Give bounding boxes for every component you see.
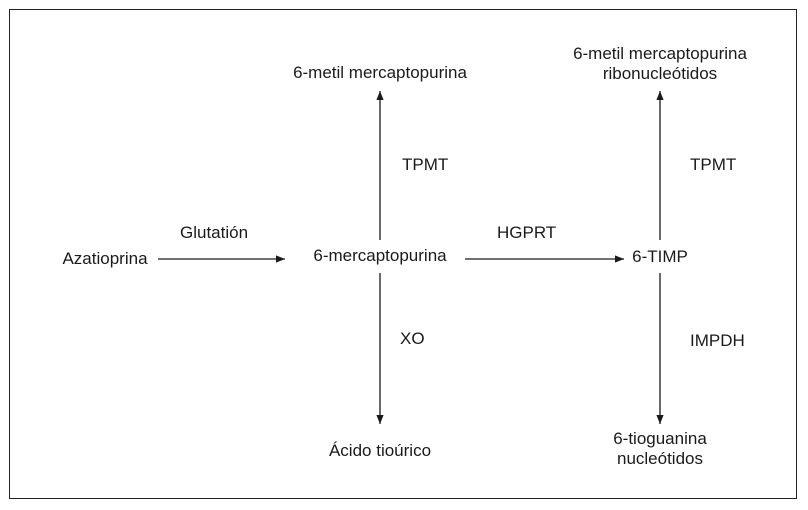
node-acido-tiourico: Ácido tioúrico	[328, 441, 432, 460]
node-tioguanina-line2: nucleótidos	[616, 449, 703, 468]
enzyme-tpmt-right: TPMT	[690, 155, 737, 174]
node-metil-ribo-line2: ribonucleótidos	[602, 64, 718, 83]
node-metil-mercaptopurina: 6-metil mercaptopurina	[293, 63, 467, 82]
diagram-frame	[9, 9, 797, 499]
node-azatioprina: Azatioprina	[62, 249, 148, 268]
enzyme-xo: XO	[400, 329, 425, 348]
enzyme-impdh: IMPDH	[690, 331, 745, 350]
node-mercaptopurina: 6-mercaptopurina	[313, 246, 447, 265]
node-6-timp: 6-TIMP	[632, 247, 688, 266]
enzyme-tpmt-left: TPMT	[402, 155, 449, 174]
node-tioguanina-nucleotidos: 6-tioguanina nucleótidos	[580, 429, 740, 469]
node-metil-mercaptopurina-ribonucleotidos: 6-metil mercaptopurina ribonucleótidos	[520, 44, 800, 84]
enzyme-hgprt: HGPRT	[497, 223, 557, 242]
node-tioguanina-line1: 6-tioguanina	[613, 429, 707, 448]
node-metil-ribo-line1: 6-metil mercaptopurina	[573, 44, 747, 63]
enzyme-glutation: Glutatión	[180, 223, 249, 242]
